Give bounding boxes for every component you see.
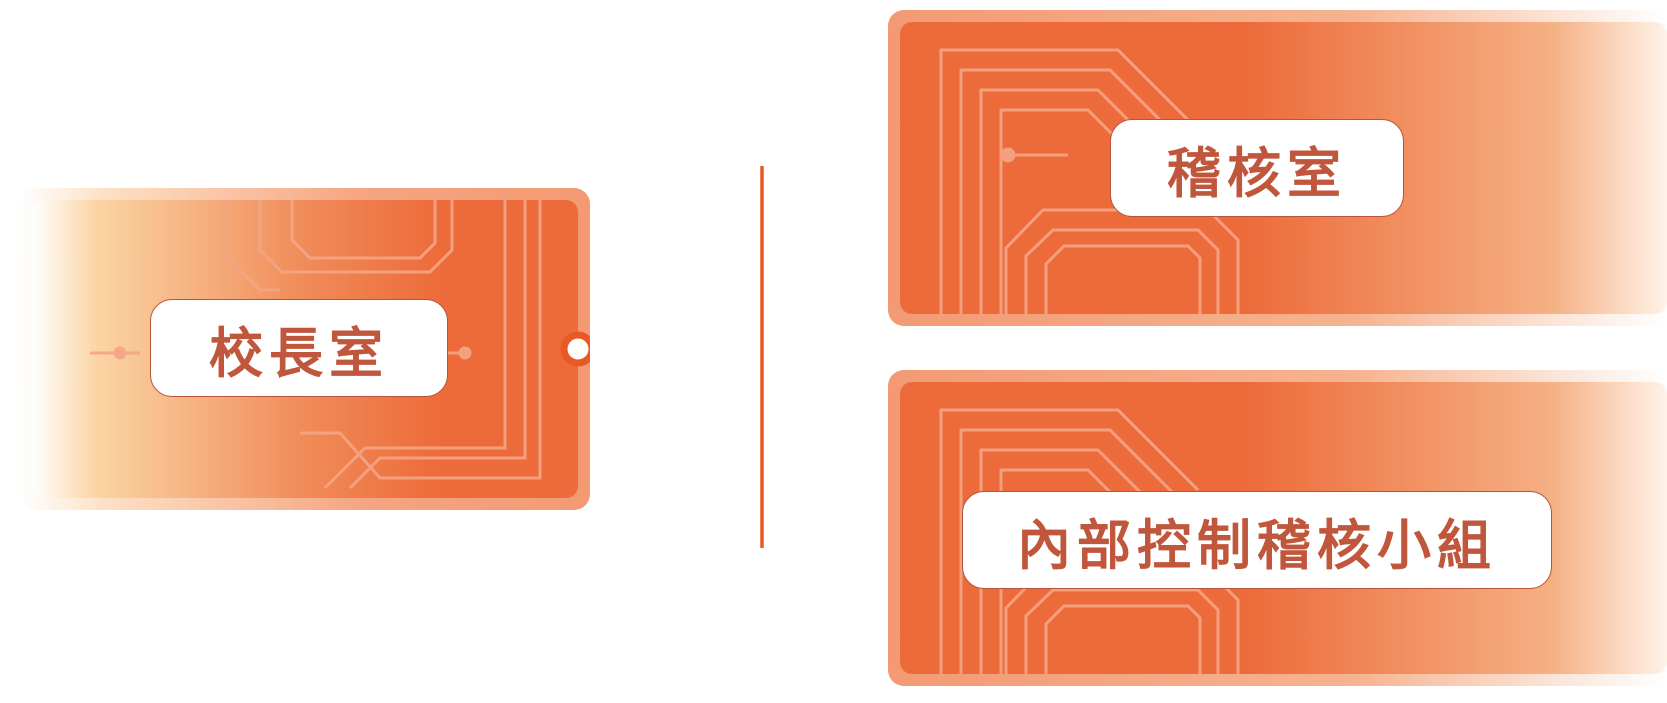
root-node[interactable]: 校長室 <box>20 188 590 510</box>
root-node-label: 校長室 <box>150 299 448 397</box>
child-node-internal-control-team-label: 內部控制稽核小組 <box>962 491 1552 589</box>
child-node-audit-office[interactable]: 稽核室 <box>888 10 1667 326</box>
child-node-audit-office-label: 稽核室 <box>1110 119 1404 217</box>
child-node-internal-control-team[interactable]: 內部控制稽核小組 <box>888 370 1667 686</box>
